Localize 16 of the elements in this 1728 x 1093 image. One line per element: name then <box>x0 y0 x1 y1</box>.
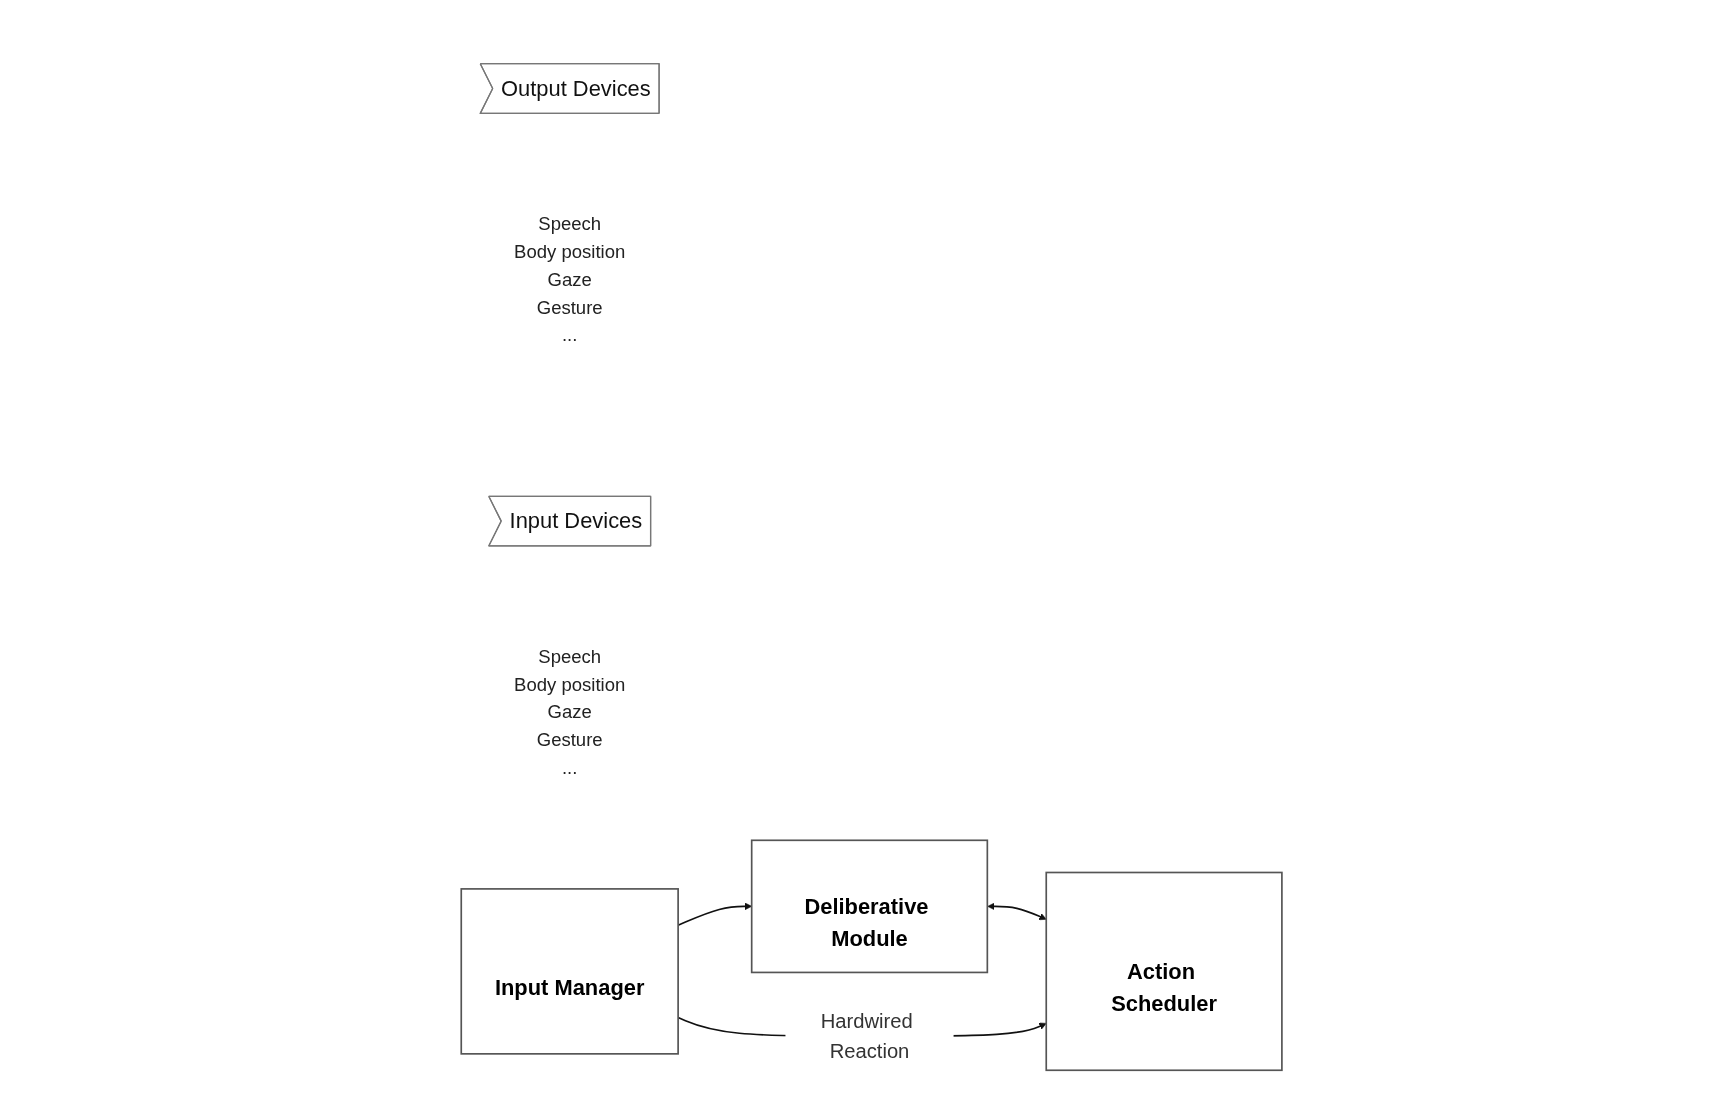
edge-label: Hardwired Reaction <box>820 1008 913 1062</box>
node-box: Deliberative Module <box>750 838 988 973</box>
node-label: Gesture <box>536 728 603 750</box>
arrow <box>677 902 752 926</box>
node-label: Speech <box>538 645 601 667</box>
node-label: Gaze <box>547 701 592 723</box>
node-label: Speech <box>538 213 601 235</box>
node-label: Gesture <box>536 296 603 318</box>
node-label: Body position <box>513 240 626 262</box>
node-label: ... <box>561 324 578 346</box>
arrow <box>987 902 1047 920</box>
node-box: Input Manager <box>460 887 679 1055</box>
node-label: Body position <box>513 673 626 695</box>
node-label: Gaze <box>547 268 592 290</box>
node-box: Action Scheduler <box>1045 871 1283 1071</box>
node-label: ... <box>561 756 578 778</box>
